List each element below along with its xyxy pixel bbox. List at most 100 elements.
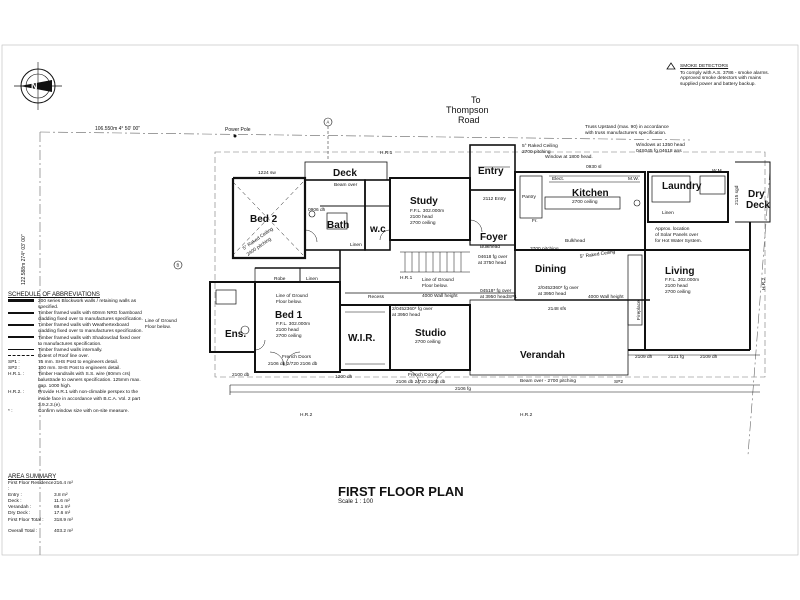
door-swings: [254, 219, 483, 385]
svg-text:2106 fg: 2106 fg: [455, 386, 471, 392]
schedule-row: 200 series Blockwork walls / retaining w…: [8, 299, 143, 311]
svg-text:4000 Wall height: 4000 Wall height: [588, 294, 624, 300]
svg-text:at 3950 head: at 3950 head: [392, 312, 420, 318]
svg-text:2/0452360* fg over: 2/0452360* fg over: [538, 285, 579, 291]
svg-text:Linen: Linen: [350, 242, 362, 248]
building-walls: [209, 144, 771, 395]
schedule-row: Timber framed walls with 60mm NRG foambo…: [8, 311, 143, 323]
power-pole-label: Power Pole: [225, 127, 251, 133]
room-studio: Studio: [415, 328, 446, 339]
svg-text:2700 ceiling: 2700 ceiling: [665, 289, 691, 295]
area-row: Entry :3.8 m²: [8, 493, 68, 499]
svg-text:H.R.2: H.R.2: [761, 277, 767, 290]
svg-text:M.W.: M.W.: [628, 176, 639, 182]
section-marker-b: B: [173, 260, 183, 270]
svg-text:Recess: Recess: [368, 294, 385, 300]
svg-text:Line of Ground: Line of Ground: [422, 277, 454, 283]
area-row: Verandah :69.1 m²: [8, 505, 71, 511]
room-wir: W.I.R.: [348, 333, 375, 344]
svg-text:2148 sfs: 2148 sfs: [548, 306, 567, 312]
svg-text:2100 head: 2100 head: [665, 283, 688, 289]
svg-text:with truss manufacturers speci: with truss manufacturers specification.: [585, 130, 666, 136]
svg-text:at 3950 head: at 3950 head: [538, 291, 566, 297]
road-label-to: To: [471, 95, 481, 105]
schedule-row: Timber framed walls with Weathertexboard…: [8, 323, 143, 335]
plan-notes: F.F.L. 302.000m 2100 head 2700 ceiling 2…: [145, 124, 767, 418]
room-foyer: Foyer: [480, 232, 507, 243]
smoke-detector-note: SMOKE DETECTORS To comply with A.S. 3786…: [666, 62, 790, 87]
svg-text:04518* fg over: 04518* fg over: [480, 288, 512, 294]
schedule-row: Timber framed walls with Shadowclad fixe…: [8, 336, 143, 348]
section-marker-a: A: [323, 117, 333, 160]
svg-text:04618 fg over: 04618 fg over: [478, 254, 508, 260]
room-bath: Bath: [327, 220, 349, 231]
svg-text:H.R.2: H.R.2: [300, 412, 313, 418]
svg-text:Windows at 1350 head: Windows at 1350 head: [636, 142, 685, 148]
svg-text:0906 dh: 0906 dh: [308, 207, 326, 213]
svg-text:at 3750 head: at 3750 head: [478, 260, 506, 266]
svg-text:1224 sw: 1224 sw: [258, 170, 276, 176]
svg-text:N: N: [31, 81, 38, 91]
svg-text:Approx. location: Approx. location: [655, 226, 690, 232]
smoke-line-1: To comply with A.S. 3786 - smoke alarms.: [680, 70, 770, 76]
svg-text:F.F.L. 302.000m: F.F.L. 302.000m: [665, 277, 699, 283]
room-study: Study: [410, 196, 438, 207]
svg-text:2106 db 2/720 2106 db: 2106 db 2/720 2106 db: [268, 361, 318, 367]
svg-text:F.F.L. 302.000m: F.F.L. 302.000m: [276, 321, 310, 327]
schedule-row: SP1 :75 mm. SHS Post to engineers detail…: [8, 359, 118, 365]
svg-text:5° Raked Ceiling: 5° Raked Ceiling: [522, 143, 558, 149]
svg-text:2106 db 2/720 2106 db: 2106 db 2/720 2106 db: [396, 379, 446, 385]
svg-text:Fr.: Fr.: [532, 218, 538, 224]
svg-text:Pantry: Pantry: [522, 194, 536, 200]
svg-text:1200 dh: 1200 dh: [335, 374, 353, 380]
svg-text:5° Raked Ceiling: 5° Raked Ceiling: [579, 249, 616, 260]
room-bed1: Bed 1: [275, 310, 303, 321]
svg-text:2700 ceiling: 2700 ceiling: [572, 199, 598, 205]
svg-text:2112 Entry: 2112 Entry: [483, 196, 506, 202]
room-kitchen: Kitchen: [572, 188, 609, 199]
room-dining: Dining: [535, 264, 566, 275]
svg-text:3700 pitching: 3700 pitching: [530, 246, 559, 252]
svg-text:Bulkhead: Bulkhead: [565, 238, 585, 244]
svg-text:2100 db: 2100 db: [232, 372, 250, 378]
svg-text:2100 head: 2100 head: [276, 327, 299, 333]
svg-text:SP1: SP1: [508, 294, 517, 300]
area-summary: AREA SUMMARY First Floor Residence :216.…: [8, 474, 128, 535]
svg-text:A: A: [327, 120, 330, 125]
svg-text:Floor below.: Floor below.: [276, 299, 302, 305]
room-wc: w.c: [369, 224, 386, 235]
road-label-name: Thompson: [446, 105, 489, 115]
svg-text:2700 ceiling: 2700 ceiling: [415, 339, 441, 345]
svg-text:B: B: [177, 263, 180, 268]
svg-text:Beam over - 2700 pitching: Beam over - 2700 pitching: [520, 378, 576, 384]
power-pole-icon: [233, 134, 237, 138]
svg-text:Floor below.: Floor below.: [145, 324, 171, 330]
room-ens: Ens.: [225, 329, 246, 340]
room-dry-deck-2: Deck: [746, 200, 770, 211]
area-row: Dry Deck :17.6 m²: [8, 511, 71, 517]
svg-text:Fireplace: Fireplace: [636, 300, 642, 320]
svg-text:SP2: SP2: [614, 379, 623, 385]
road-label-road: Road: [458, 115, 480, 125]
svg-text:of Solar Panels over: of Solar Panels over: [655, 232, 699, 238]
svg-text:Robe: Robe: [274, 276, 286, 282]
boundary-top-label: 106.550m 4° 50' 00": [95, 126, 140, 132]
sheet-border: [1, 44, 799, 556]
svg-text:2700 pitching: 2700 pitching: [522, 149, 551, 155]
svg-text:2109 dh: 2109 dh: [700, 354, 718, 360]
area-row: Deck :11.6 m²: [8, 499, 70, 505]
svg-text:04S045 fg 04618 ans: 04S045 fg 04618 ans: [636, 148, 682, 154]
smoke-detector-icon: [666, 62, 676, 70]
svg-text:Truss Upstand (max. 90) in acc: Truss Upstand (max. 90) in accordance: [585, 124, 669, 130]
svg-text:2115 sgd: 2115 sgd: [734, 185, 740, 205]
svg-text:Linen: Linen: [306, 276, 318, 282]
svg-text:0930 sl: 0930 sl: [586, 164, 601, 170]
svg-text:H.R.2: H.R.2: [520, 412, 533, 418]
schedule-row: H.R.1. :Timber Handrails with S.S. wire …: [8, 372, 141, 390]
svg-text:Floor below.: Floor below.: [422, 283, 448, 289]
area-overall-row: Overall Total :403.2 m²: [8, 528, 73, 534]
svg-text:2/0452360* fg over: 2/0452360* fg over: [392, 306, 433, 312]
svg-text:Elect.: Elect.: [552, 176, 564, 182]
svg-text:Bulkhead: Bulkhead: [480, 244, 500, 250]
